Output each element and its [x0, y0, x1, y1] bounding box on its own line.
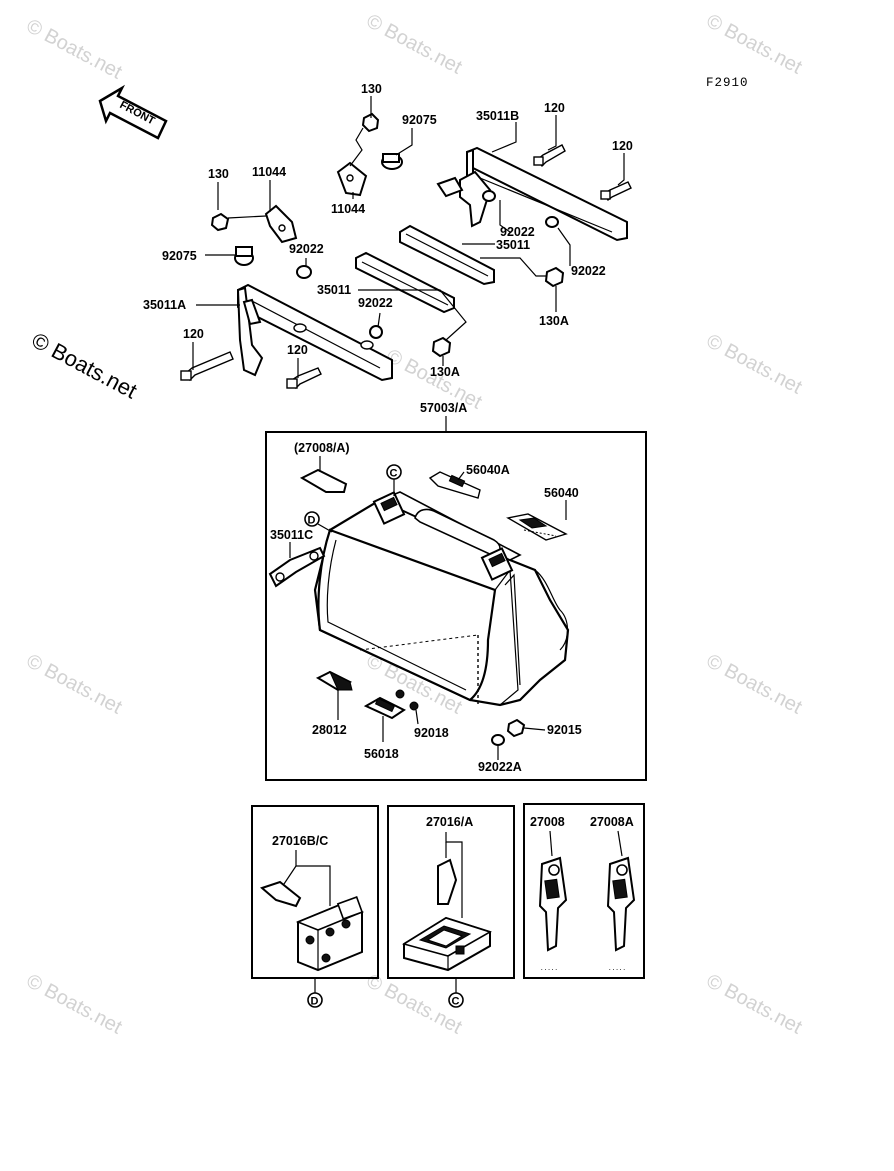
reflector-28012-icon: [315, 670, 353, 692]
front-arrow-icon: FRONT: [98, 84, 168, 140]
label-plate-56040-icon: [506, 513, 568, 541]
watermark-text: © Boats.net: [23, 15, 126, 84]
grommet-92018-icon: [395, 689, 405, 699]
saddlebag-assembly-box: [265, 431, 647, 781]
grommet-92075-icon: [381, 153, 403, 170]
callout-d-bottom: D: [307, 992, 323, 1008]
label-92015: 92015: [547, 723, 582, 737]
label-35011: 35011: [496, 238, 530, 252]
label-130: 130: [208, 167, 229, 181]
leader-lines-box: [289, 456, 567, 760]
watermark-text: © Boats.net: [703, 10, 806, 79]
bracket-35011a: [236, 283, 393, 382]
label-plate-56040a-icon: [428, 471, 481, 499]
key-27008a-icon: .....: [606, 856, 636, 972]
bolt-120-icon: [533, 144, 566, 168]
label-92075: 92075: [402, 113, 437, 127]
svg-text:.....: .....: [608, 965, 626, 972]
watermark-text: © Boats.net: [703, 650, 806, 719]
bolt-120-icon: [286, 367, 322, 390]
watermark-text: © Boats.net: [23, 650, 126, 719]
washer-92022-icon: [545, 216, 559, 228]
callout-d-mid: D: [304, 511, 320, 527]
label-27008a-paren: (27008/A): [294, 441, 350, 455]
label-120: 120: [544, 101, 565, 115]
bracket-35011c-icon: [268, 546, 326, 588]
watermark-text: © Boats.net: [703, 970, 806, 1039]
screw-130-icon: [210, 212, 230, 232]
label-130a: 130A: [430, 365, 460, 379]
nut-130a-icon: [544, 266, 565, 288]
callout-letter: C: [452, 996, 460, 1008]
label-11044: 11044: [331, 202, 365, 216]
washer-92022-icon: [369, 325, 383, 339]
label-56040: 56040: [544, 486, 579, 500]
keys-box: [523, 803, 645, 979]
callout-letter: D: [311, 996, 319, 1008]
watermark-text: © Boats.net: [363, 10, 466, 79]
label-28012: 28012: [312, 723, 347, 737]
callout-letter: D: [308, 515, 316, 527]
lock-cylinder-27016a-icon: [402, 916, 492, 972]
key-27008-icon: .....: [538, 856, 568, 972]
watermark-text: © Boats.net: [703, 330, 806, 399]
label-120: 120: [287, 343, 308, 357]
label-27016bc: 27016B/C: [272, 834, 328, 848]
watermark-text: © Boats.net: [23, 970, 126, 1039]
bracket-11044-icon: [336, 161, 368, 197]
label-56040a: 56040A: [466, 463, 510, 477]
label-120: 120: [183, 327, 204, 341]
label-92022a: 92022A: [478, 760, 522, 774]
label-27008a: 27008A: [590, 815, 634, 829]
label-120: 120: [612, 139, 633, 153]
label-35011: 35011: [317, 283, 351, 297]
nut-92015-icon: [506, 718, 526, 738]
label-27008: 27008: [530, 815, 565, 829]
figure-code: F2910: [706, 76, 749, 90]
saddlebag-icon: [313, 491, 570, 707]
label-130a: 130A: [539, 314, 569, 328]
lock-plate-icon: [260, 880, 302, 908]
label-92022: 92022: [289, 242, 324, 256]
label-92075: 92075: [162, 249, 197, 263]
nut-130a-icon: [431, 336, 452, 358]
bracket-35011b: [436, 146, 628, 242]
washer-92022a-icon: [491, 734, 505, 746]
label-56018: 56018: [364, 747, 399, 761]
label-35011a: 35011A: [143, 298, 186, 312]
label-92022: 92022: [500, 225, 535, 239]
label-92022: 92022: [358, 296, 393, 310]
washer-92022-icon: [296, 265, 312, 279]
callout-c-bottom: C: [448, 992, 464, 1008]
bolt-120-icon: [180, 351, 234, 382]
label-92018: 92018: [414, 726, 449, 740]
label-35011c: 35011C: [270, 528, 313, 542]
lock-cylinder-27016bc-icon: [295, 896, 365, 972]
label-57003a: 57003/A: [420, 401, 467, 415]
label-35011b: 35011B: [476, 109, 519, 123]
label-130: 130: [361, 82, 382, 96]
watermark-text-dark: © Boats.net: [28, 327, 142, 403]
washer-92022-icon: [482, 190, 496, 202]
lock-plate-27008a-icon: [299, 468, 348, 493]
lock-plate-icon: [437, 858, 458, 905]
rail-35011-upper: [399, 224, 495, 286]
label-92022: 92022: [571, 264, 606, 278]
svg-text:.....: .....: [540, 965, 558, 972]
screw-130-icon: [361, 112, 380, 133]
leader-lines-upper: [192, 96, 625, 378]
label-27016a: 27016/A: [426, 815, 473, 829]
emblem-56018-icon: [363, 696, 406, 720]
label-11044: 11044: [252, 165, 286, 179]
lock-27016a-box: [387, 805, 515, 979]
bracket-11044-icon: [264, 204, 298, 244]
callout-c-top: C: [386, 464, 402, 480]
grommet-92075-icon: [234, 246, 254, 266]
bolt-120-icon: [600, 181, 632, 202]
callout-letter: C: [390, 468, 398, 480]
grommet-92018-icon: [409, 701, 419, 711]
